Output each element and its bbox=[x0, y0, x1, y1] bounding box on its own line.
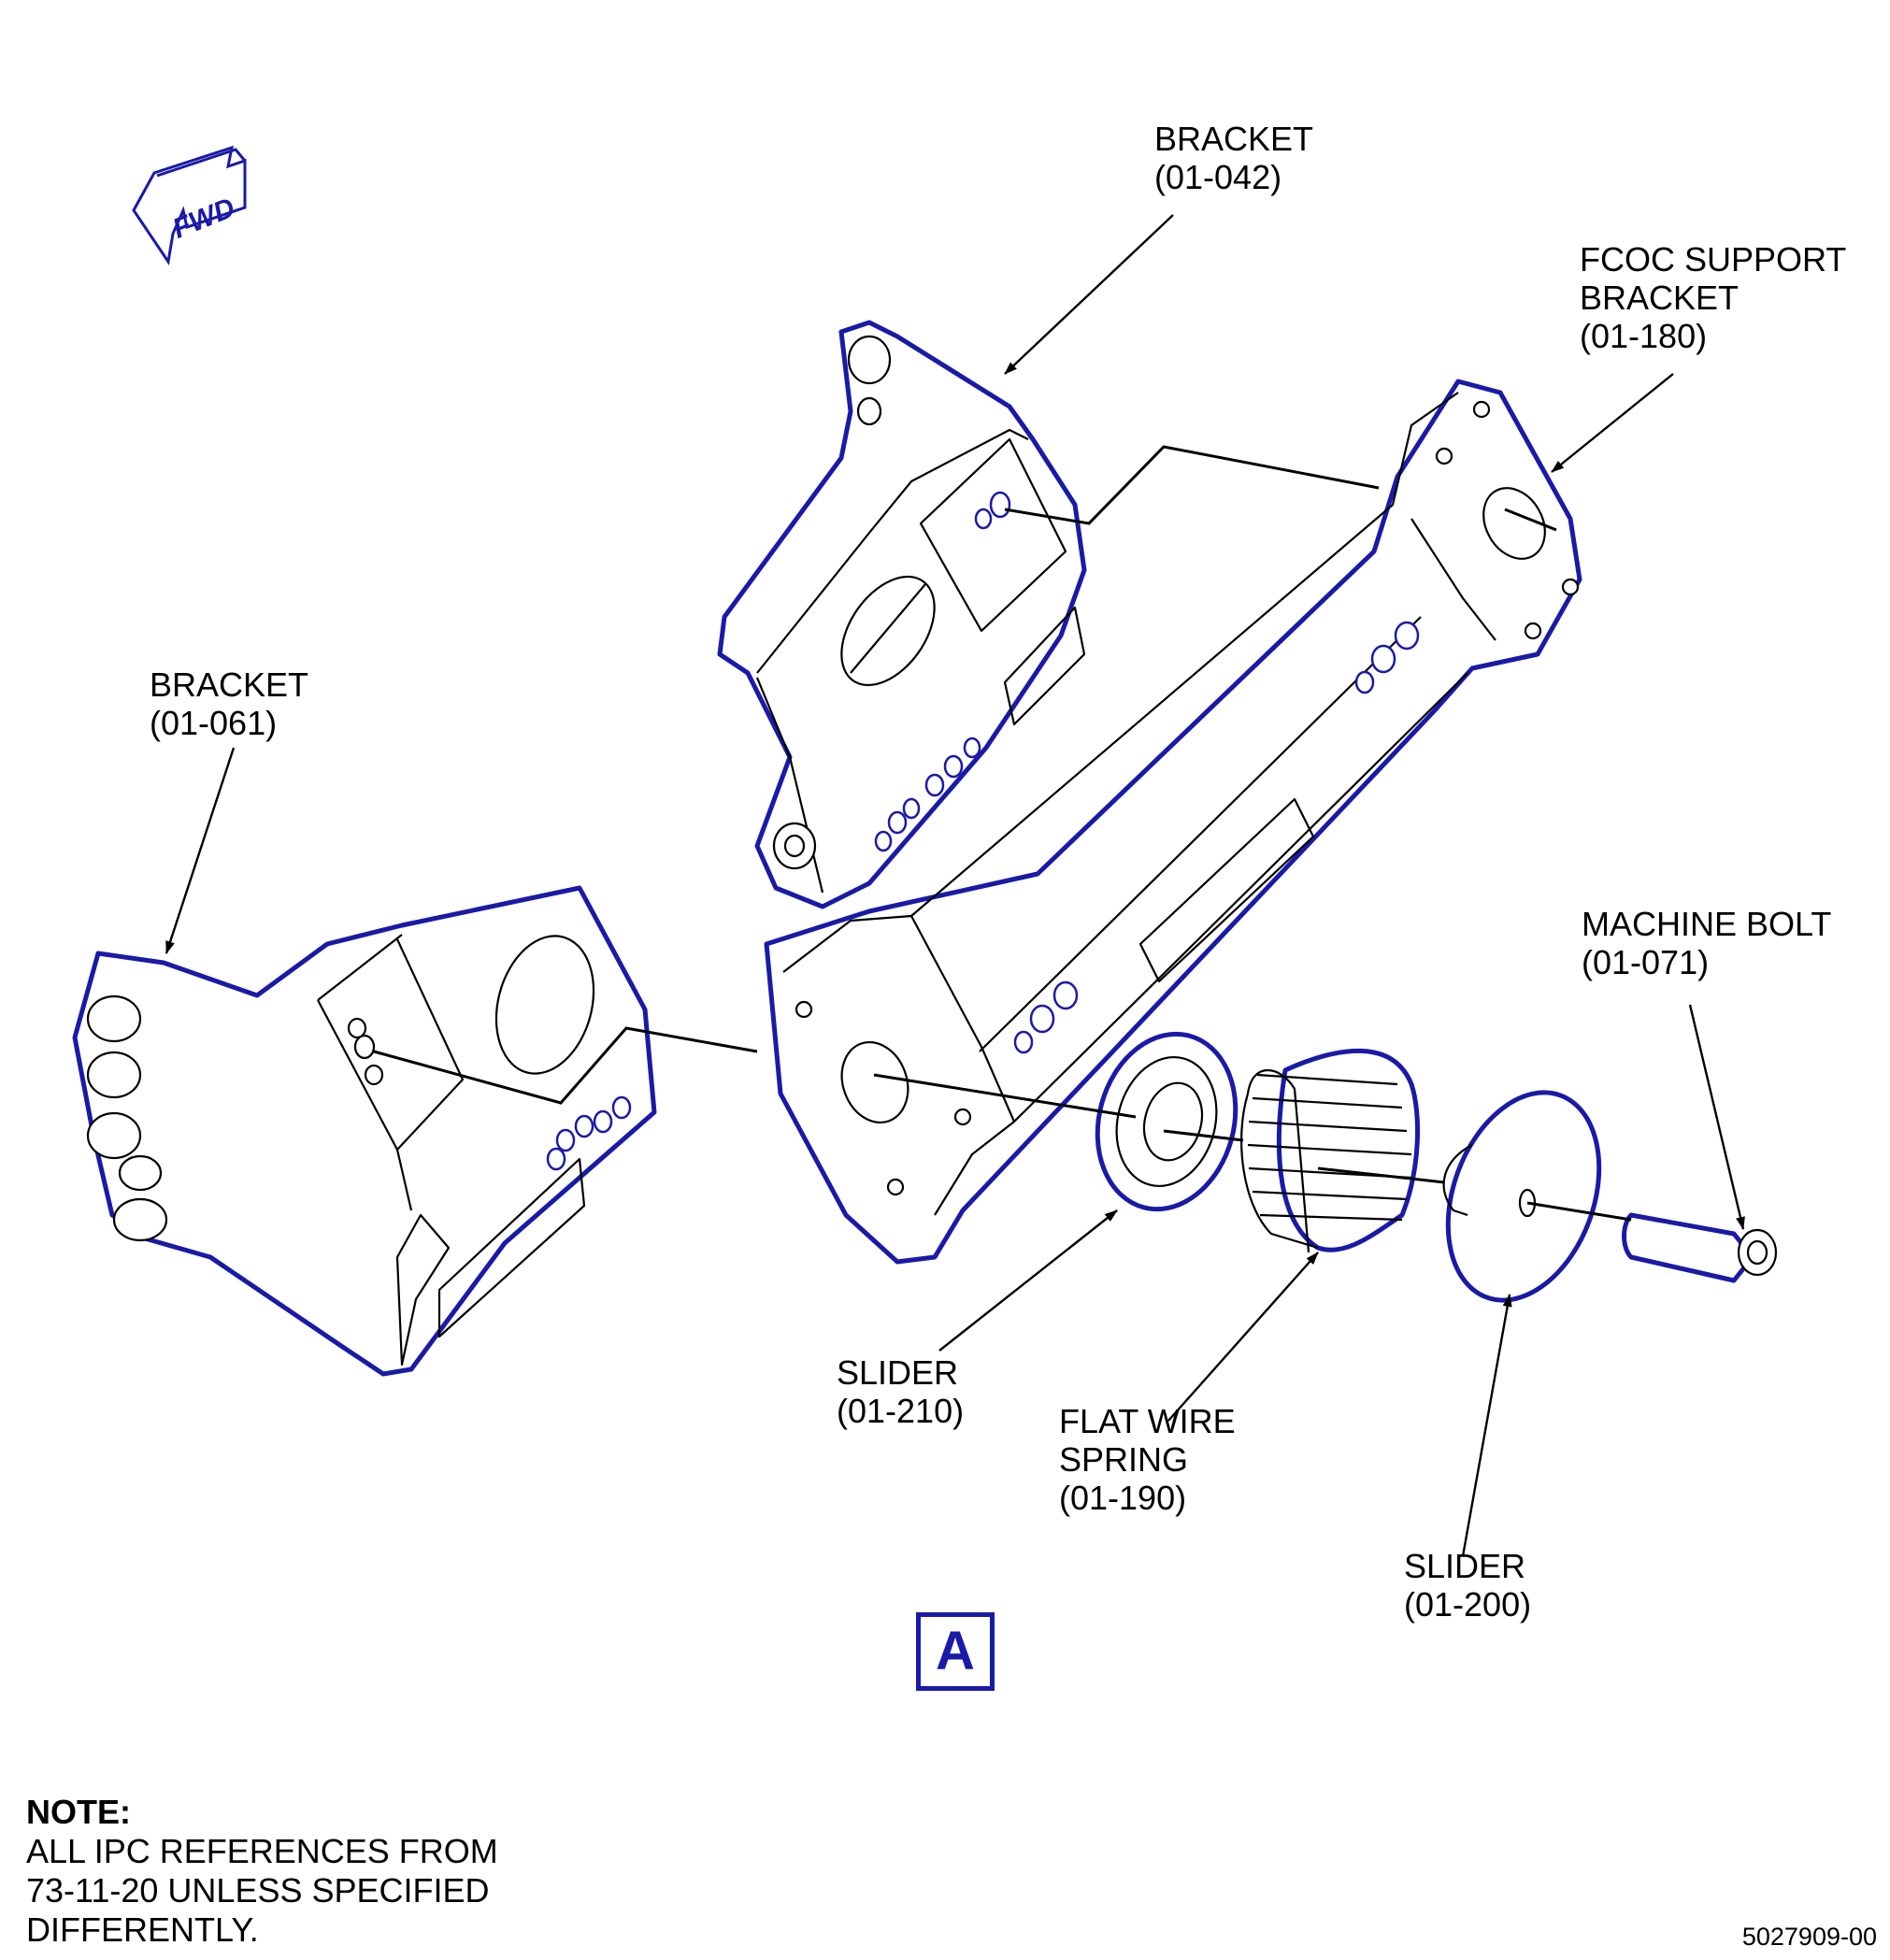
callout-line: BRACKET bbox=[150, 665, 309, 704]
note-line: DIFFERENTLY. bbox=[26, 1910, 259, 1949]
left-bracket bbox=[72, 885, 657, 1377]
callout-line: BRACKET bbox=[1154, 120, 1314, 158]
callout-machine-bolt: MACHINE BOLT (01-071) bbox=[1582, 905, 1831, 981]
callout-leaders bbox=[165, 214, 1745, 1557]
callout-line: FCOC SUPPORT bbox=[1580, 240, 1847, 279]
callout-slider-210: SLIDER (01-210) bbox=[837, 1353, 964, 1430]
fwd-label: FWD bbox=[168, 193, 239, 245]
upper-bracket bbox=[717, 320, 1087, 909]
fcoc-support-bracket bbox=[764, 379, 1582, 1265]
callout-bracket-061: BRACKET (01-061) bbox=[150, 665, 308, 742]
view-marker-a: A bbox=[916, 1612, 995, 1691]
callout-fcoc-support-bracket: FCOC SUPPORT BRACKET (01-180) bbox=[1580, 240, 1846, 355]
figure-number: 5027909-00 bbox=[1741, 1923, 1877, 1951]
callout-line: BRACKET bbox=[1580, 279, 1740, 317]
callout-line: MACHINE BOLT bbox=[1582, 905, 1832, 943]
callout-line: SLIDER bbox=[837, 1353, 959, 1392]
slider-210 bbox=[1095, 1031, 1239, 1212]
callout-line: (01-071) bbox=[1582, 943, 1710, 981]
note-line: 73-11-20 UNLESS SPECIFIED bbox=[26, 1871, 490, 1910]
callout-slider-200: SLIDER (01-200) bbox=[1404, 1547, 1531, 1624]
callout-line: (01-061) bbox=[150, 704, 278, 742]
flat-wire-spring bbox=[1240, 1048, 1421, 1253]
callout-line: SPRING bbox=[1059, 1440, 1189, 1479]
fwd-arrow-icon: FWD bbox=[132, 145, 247, 265]
assembly-axis-lines bbox=[373, 445, 1632, 1222]
callout-flat-wire-spring: FLAT WIRE SPRING (01-190) bbox=[1059, 1402, 1236, 1517]
machine-bolt bbox=[1622, 1212, 1778, 1283]
callout-line: (01-210) bbox=[837, 1392, 965, 1430]
callout-line: (01-190) bbox=[1059, 1479, 1187, 1517]
callout-line: (01-042) bbox=[1154, 158, 1282, 196]
note-block: NOTE: ALL IPC REFERENCES FROM 73-11-20 U… bbox=[26, 1793, 498, 1950]
callout-bracket-042: BRACKET (01-042) bbox=[1154, 120, 1313, 196]
slider-200 bbox=[1442, 1090, 1602, 1303]
callout-line: (01-200) bbox=[1404, 1585, 1532, 1624]
callout-line: SLIDER bbox=[1404, 1547, 1526, 1585]
callout-line: FLAT WIRE bbox=[1059, 1402, 1236, 1440]
callout-line: (01-180) bbox=[1580, 317, 1708, 355]
note-line: ALL IPC REFERENCES FROM bbox=[26, 1832, 498, 1870]
note-title: NOTE: bbox=[26, 1793, 131, 1831]
